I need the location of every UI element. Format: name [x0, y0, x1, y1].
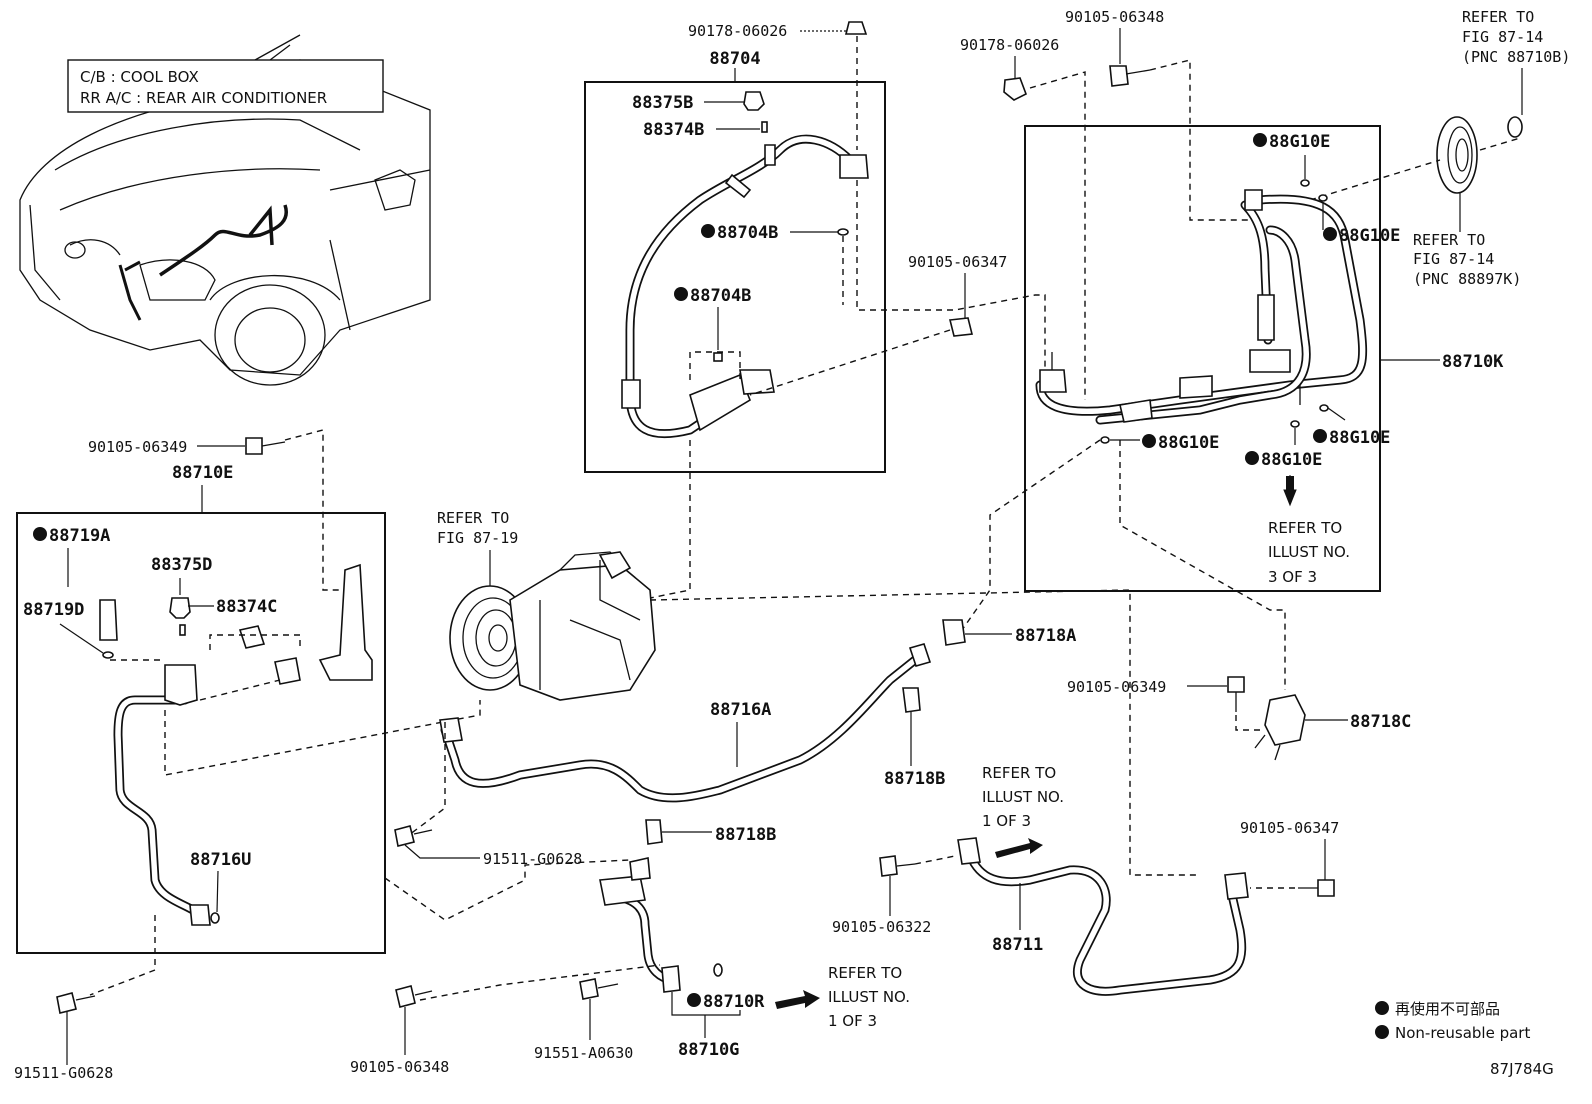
label-88716A: 88716A — [710, 700, 771, 720]
label-88374B: 88374B — [643, 120, 704, 140]
label-91511-G0628-mid: 91511-G0628 — [483, 850, 582, 868]
label-91551-A0630: 91551-A0630 — [534, 1044, 633, 1062]
label-88G10E-2: 88G10E — [1339, 226, 1400, 246]
bolt-91511-G0628-mid: 91511-G0628 — [394, 825, 582, 868]
label-90178-06026-top: 90178-06026 — [688, 22, 787, 40]
abbreviation-legend: C/B : COOL BOX RR A/C : REAR AIR CONDITI… — [67, 59, 384, 113]
label-88719D: 88719D — [23, 600, 84, 620]
label-88704: 88704 — [709, 49, 760, 69]
label-90105-06348-bottom: 90105-06348 — [350, 1058, 449, 1076]
refer-illust-1a-line1: REFER TO — [982, 764, 1056, 782]
label-91511-G0628-left: 91511-G0628 — [14, 1064, 113, 1082]
label-88375B: 88375B — [632, 93, 693, 113]
assembly-88718C: 90105-06349 88718C — [1067, 676, 1411, 761]
refer-87-14-a-line1: REFER TO — [1462, 8, 1534, 26]
assembly-88711: 88711 90105-06347 — [957, 819, 1339, 996]
label-88G10E-1: 88G10E — [1269, 132, 1330, 152]
legend-line-2: RR A/C : REAR AIR CONDITIONER — [80, 89, 327, 107]
label-88718C: 88718C — [1350, 712, 1411, 732]
legend-en: Non-reusable part — [1395, 1024, 1530, 1042]
label-88710E: 88710E — [172, 463, 233, 483]
refer-illust-3-line2: ILLUST NO. — [1268, 543, 1350, 561]
bolt-91551-A0630: 91551-A0630 — [534, 978, 633, 1062]
figure-code: 87J784G — [1490, 1060, 1554, 1078]
refer-87-19-line1: REFER TO — [437, 509, 509, 527]
label-88374C: 88374C — [216, 597, 277, 617]
refer-illust-1b-line2: ILLUST NO. — [828, 988, 910, 1006]
grommet — [1436, 116, 1478, 232]
label-88G10E-4: 88G10E — [1329, 428, 1390, 448]
refer-illust-1b-line3: 1 OF 3 — [828, 1012, 877, 1030]
refer-87-14-b-line2: FIG 87-14 — [1413, 250, 1494, 268]
label-88375D: 88375D — [151, 555, 212, 575]
assembly-88704: 88704 90178-06026 88375B 88374B 88704B 8… — [584, 21, 886, 473]
bolt-90105-06322: 90105-06322 — [832, 855, 956, 936]
label-90105-06322: 90105-06322 — [832, 918, 931, 936]
refer-illust-1b-line1: REFER TO — [828, 964, 902, 982]
arrow-refer-1a — [995, 838, 1043, 858]
refer-illust-1a-line3: 1 OF 3 — [982, 812, 1031, 830]
non-reusable-legend: 再使用不可部品 Non-reusable part 87J784G — [1375, 1000, 1554, 1078]
refer-87-14-b-line1: REFER TO — [1413, 231, 1485, 249]
label-88718B-2: 88718B — [715, 825, 776, 845]
label-88716U: 88716U — [190, 850, 251, 870]
bolts-top-right: 90178-06026 90105-06348 — [960, 8, 1260, 400]
assembly-88710K: 88710K 88G10E 88G10E 88G10E 88G10E — [1024, 125, 1504, 592]
refer-illust-1a-line2: ILLUST NO. — [982, 788, 1064, 806]
legend-jp: 再使用不可部品 — [1395, 1000, 1500, 1018]
compressor: REFER TO FIG 87-19 — [437, 509, 656, 701]
label-90178-06026-right: 90178-06026 — [960, 36, 1059, 54]
label-88710R: 88710R — [703, 992, 765, 1012]
arrow-refer-1b — [775, 990, 820, 1009]
label-90105-06347-mid: 90105-06347 — [908, 253, 1007, 271]
refer-illust-3-line1: REFER TO — [1268, 519, 1342, 537]
refer-illust-3-line3: 3 OF 3 — [1268, 568, 1317, 586]
refer-87-14-b-line3: (PNC 88897K) — [1413, 270, 1521, 288]
refer-87-14-a-line3: (PNC 88710B) — [1462, 48, 1570, 66]
assembly-88710E: 90105-06349 88710E 88719A 88375D 88719D … — [16, 429, 481, 954]
refer-87-19-line2: FIG 87-19 — [437, 529, 518, 547]
label-88704B-a: 88704B — [717, 223, 778, 243]
label-88711: 88711 — [992, 935, 1043, 955]
label-88704B-b: 88704B — [690, 286, 751, 306]
label-88G10E-3: 88G10E — [1158, 433, 1219, 453]
label-88710K: 88710K — [1442, 352, 1504, 372]
label-88710G: 88710G — [678, 1040, 739, 1060]
bolt-90105-06348-bottom: 90105-06348 — [350, 985, 449, 1076]
label-88718B-1: 88718B — [884, 769, 945, 789]
label-88719A: 88719A — [49, 526, 110, 546]
label-88718A: 88718A — [1015, 626, 1076, 646]
bolt-91511-G0628-left: 91511-G0628 — [14, 992, 113, 1082]
refer-87-14-a-line2: FIG 87-14 — [1462, 28, 1543, 46]
label-90105-06349-right: 90105-06349 — [1067, 678, 1166, 696]
label-90105-06348-top: 90105-06348 — [1065, 8, 1164, 26]
legend-line-1: C/B : COOL BOX — [80, 68, 199, 86]
label-90105-06347-right: 90105-06347 — [1240, 819, 1339, 837]
assembly-88710G: 88710R 88710G — [419, 857, 820, 1060]
label-90105-06349-left: 90105-06349 — [88, 438, 187, 456]
label-88G10E-5: 88G10E — [1261, 450, 1322, 470]
assembly-88716A: 88716A 88718A 88718B 88718B — [404, 619, 1076, 845]
